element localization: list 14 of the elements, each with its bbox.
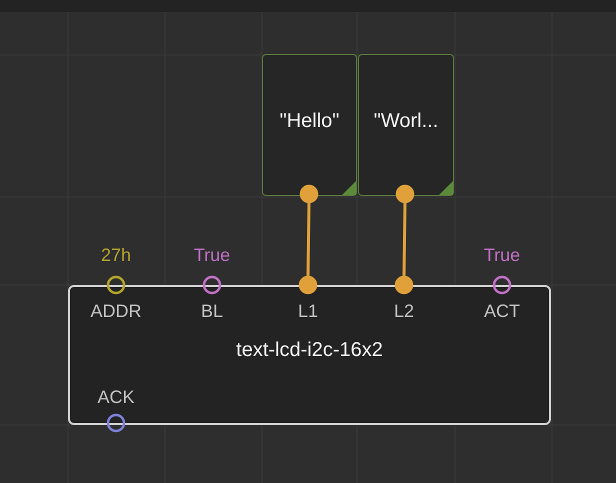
pin-label: L1 [298, 300, 318, 322]
pin-label: ACT [484, 300, 520, 322]
pin-value: True [482, 245, 522, 266]
pin-value: True [192, 245, 232, 266]
pin-label: BL [200, 300, 224, 322]
pin-value: 27h [100, 245, 132, 266]
pin-label: ADDR [90, 300, 142, 322]
node-value: "Worl... [374, 110, 438, 132]
link-line [402, 202, 406, 278]
pin-label: ACK [97, 386, 134, 408]
pin-label: L2 [394, 300, 414, 322]
node-value: "Hello" [280, 110, 340, 132]
link-line [306, 202, 310, 278]
node-title: text-lcd-i2c-16x2 [235, 339, 384, 362]
